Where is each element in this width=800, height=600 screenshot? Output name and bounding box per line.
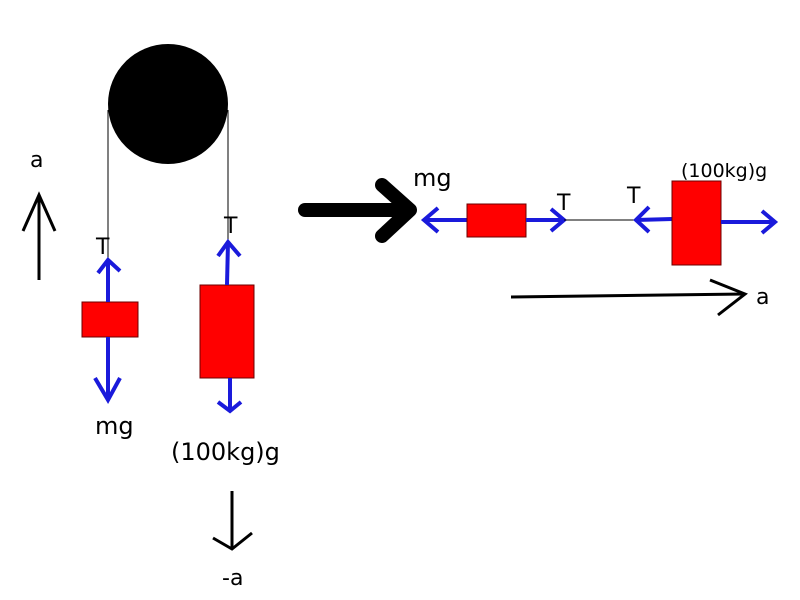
accel-up-arrow-icon	[21, 191, 57, 280]
right-large-mass-tension-arrow-icon	[633, 205, 673, 234]
small-mass	[81, 301, 139, 338]
right-large-mass-weight-label: (100kg)g	[681, 160, 767, 182]
horizontal-system: mg T T (100kg)g a	[413, 160, 779, 317]
right-accel-arrow-icon	[510, 278, 748, 317]
large-mass-weight-arrow-icon	[216, 378, 243, 414]
accel-down-arrow-icon	[212, 491, 253, 551]
pulley-system: a T mg T (100kg)g -a	[21, 44, 280, 591]
accel-down-label: -a	[222, 566, 243, 591]
small-mass-weight-arrow-icon	[93, 337, 122, 405]
right-large-mass-weight-arrow-icon	[721, 209, 779, 235]
large-mass	[199, 284, 255, 379]
right-small-mass-tension-label: T	[556, 191, 571, 216]
small-mass-weight-label: mg	[95, 412, 134, 440]
right-small-mass	[466, 203, 527, 238]
small-mass-tension-arrow-icon	[96, 257, 122, 302]
right-small-mass-weight-arrow-icon	[420, 206, 468, 234]
large-mass-tension-label: T	[223, 214, 238, 239]
right-accel-label: a	[756, 285, 769, 310]
right-large-mass	[671, 180, 722, 266]
right-large-mass-tension-label: T	[626, 184, 641, 209]
transform-arrow-icon	[298, 178, 417, 243]
large-mass-weight-label: (100kg)g	[171, 438, 280, 466]
accel-up-label: a	[30, 148, 43, 173]
small-mass-tension-label: T	[95, 235, 110, 260]
large-mass-tension-arrow-icon	[216, 238, 242, 286]
right-small-mass-weight-label: mg	[413, 164, 452, 192]
pulley	[108, 44, 228, 164]
